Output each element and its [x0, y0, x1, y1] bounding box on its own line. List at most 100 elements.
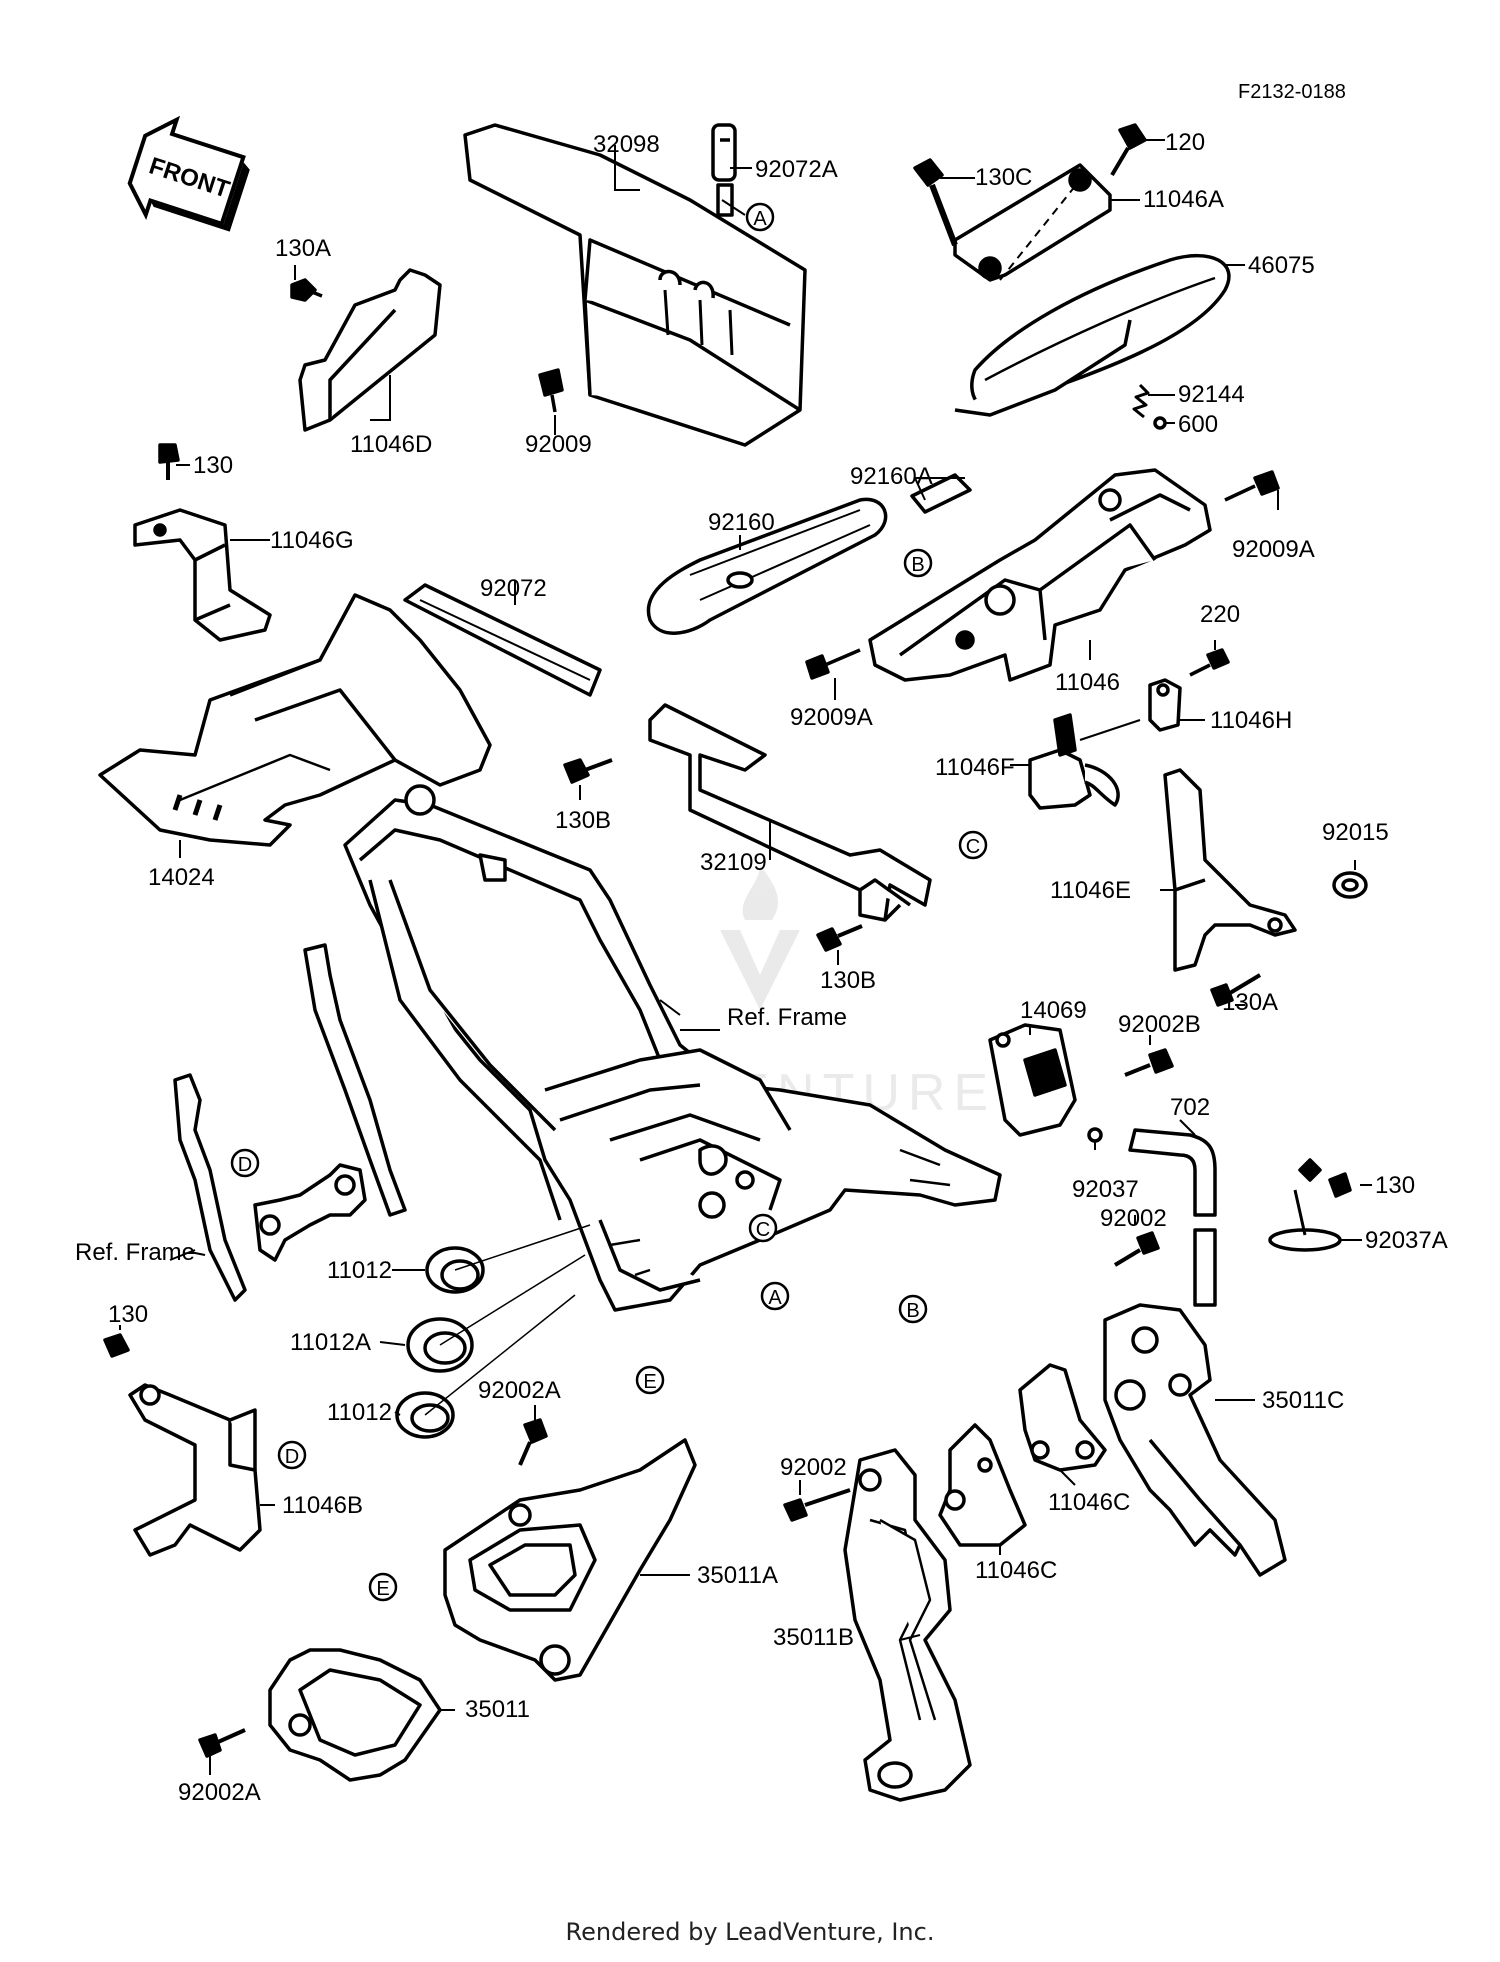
bolt-220-drawing	[1189, 648, 1230, 677]
bolt-92009-drawing	[538, 368, 564, 413]
part-11046C-upper-drawing	[1018, 1363, 1107, 1472]
part-label-11046: 11046	[1055, 669, 1120, 696]
part-label-35011A: 35011A	[697, 1562, 778, 1589]
ref-callout-A-top: A	[745, 202, 775, 232]
part-92072-strap-drawing	[403, 583, 602, 697]
reference-callouts: A B C C A B D E D E	[230, 202, 988, 1602]
part-label-35011C: 35011C	[1262, 1387, 1344, 1414]
bolt-130A-drawing	[290, 278, 323, 302]
part-label-32109: 32109	[700, 849, 767, 876]
part-label-ref-frame-left: Ref. Frame	[75, 1239, 195, 1266]
part-32109-bracket-drawing	[648, 703, 932, 922]
bolt-130C-drawing	[913, 158, 958, 247]
part-label-130-right: 130	[1375, 1172, 1415, 1199]
main-frame-drawing	[343, 784, 1002, 1312]
part-label-92160A: 92160A	[850, 463, 933, 490]
part-11046G-bracket-drawing	[133, 508, 272, 642]
part-92144-spring-drawing	[1132, 383, 1167, 430]
bolt-92002-mid-drawing	[783, 1488, 851, 1522]
figure-id: F2132-0188	[1238, 81, 1346, 103]
part-label-11046B: 11046B	[282, 1492, 363, 1519]
part-label-11012A: 11012A	[290, 1329, 371, 1356]
part-label-92037: 92037	[1072, 1176, 1139, 1203]
part-label-14069: 14069	[1020, 997, 1087, 1024]
part-label-92072: 92072	[480, 575, 547, 602]
part-label-92009: 92009	[525, 431, 592, 458]
part-label-92002A-bottom: 92002A	[178, 1779, 261, 1806]
part-35011-bracket-drawing	[268, 1648, 442, 1782]
part-label-11046G: 11046G	[270, 527, 354, 554]
part-label-92002A-mid: 92002A	[478, 1377, 561, 1404]
part-11046H-clip-drawing	[1148, 678, 1182, 732]
bolt-92009A-right-drawing	[1224, 470, 1280, 502]
ref-callout-B-frame: B	[898, 1294, 928, 1324]
part-92072A-drawing	[711, 123, 737, 217]
part-11046-bracket-drawing	[868, 468, 1212, 682]
part-92160-cover-drawing	[646, 497, 888, 635]
ref-callout-B-top: B	[903, 548, 933, 578]
bolt-130A-right-drawing	[1210, 973, 1262, 1007]
bolt-92002-right-drawing	[1113, 1231, 1160, 1267]
svg-text:C: C	[966, 836, 980, 858]
svg-text:A: A	[753, 208, 767, 230]
part-label-130-top: 130	[193, 452, 233, 479]
ref-callout-E-bracket: E	[368, 1572, 398, 1602]
part-label-11046C-upper: 11046C	[1048, 1489, 1130, 1516]
part-35011C-bracket-drawing	[1103, 1303, 1287, 1577]
ref-frame-left-drawing	[173, 943, 407, 1302]
part-label-130-left: 130	[108, 1301, 148, 1328]
ref-callout-E-frame: E	[635, 1365, 665, 1395]
part-label-130A-top: 130A	[275, 235, 331, 262]
part-label-130B-bottom: 130B	[820, 967, 876, 994]
ref-callout-D-link: D	[230, 1148, 260, 1178]
part-14069-box-drawing	[988, 1023, 1077, 1137]
part-D-link-drawing	[253, 1163, 367, 1262]
bolt-92002A-bottom-drawing	[198, 1728, 246, 1758]
part-label-11046E: 11046E	[1050, 877, 1131, 904]
part-32098-tray-drawing	[463, 123, 807, 447]
part-label-11012-bottom: 11012	[327, 1399, 392, 1426]
part-label-ref-frame-right: Ref. Frame	[727, 1004, 847, 1031]
nut-92015-drawing	[1332, 871, 1368, 899]
part-11046A-drawing	[953, 163, 1112, 282]
svg-text:B: B	[906, 1300, 919, 1322]
bolt-92002B-drawing	[1124, 1048, 1174, 1077]
leader-lines	[119, 139, 1372, 1775]
part-label-46075: 46075	[1248, 252, 1315, 279]
part-label-92002-right: 92002	[1100, 1205, 1167, 1232]
part-label-11046D: 11046D	[350, 431, 432, 458]
part-label-92002-mid: 92002	[780, 1454, 847, 1481]
svg-text:D: D	[285, 1446, 299, 1468]
bolt-92009A-left-drawing	[805, 648, 861, 680]
part-label-92009A-left: 92009A	[790, 704, 873, 731]
part-label-11046H: 11046H	[1210, 707, 1292, 734]
part-label-32098: 32098	[593, 131, 660, 158]
part-92037-clip-drawing	[1087, 1127, 1103, 1143]
front-arrow-icon: FRONT	[127, 115, 250, 232]
part-92160A-pad-drawing	[910, 473, 972, 514]
part-label-11046F: 11046F	[935, 754, 1015, 781]
svg-text:B: B	[911, 554, 924, 576]
part-label-92160: 92160	[708, 509, 775, 536]
part-label-130A-right: 130A	[1222, 989, 1278, 1016]
ref-callout-A-frame: A	[760, 1281, 790, 1311]
part-14024-tray-drawing	[98, 593, 492, 847]
ref-callout-C-frame: C	[748, 1213, 778, 1243]
part-92037A-clamp-drawing	[1268, 1158, 1342, 1252]
part-label-220: 220	[1200, 601, 1240, 628]
part-label-92009A-right: 92009A	[1232, 536, 1315, 563]
part-label-92015: 92015	[1322, 819, 1389, 846]
part-35011A-bracket-drawing	[443, 1438, 697, 1682]
watermark-logo-icon	[720, 930, 800, 1010]
bolt-130-top-drawing	[158, 443, 180, 480]
ref-callout-D-bracket: D	[277, 1440, 307, 1470]
part-11046B-bracket-drawing	[128, 1383, 262, 1557]
svg-text:D: D	[238, 1154, 252, 1176]
svg-text:C: C	[756, 1219, 770, 1241]
part-label-92144: 92144	[1178, 381, 1245, 408]
part-11046E-bracket-drawing	[1163, 768, 1297, 972]
part-label-11012-top: 11012	[327, 1257, 392, 1284]
part-label-11046A: 11046A	[1143, 186, 1224, 213]
bolt-130-left-drawing	[103, 1333, 130, 1358]
